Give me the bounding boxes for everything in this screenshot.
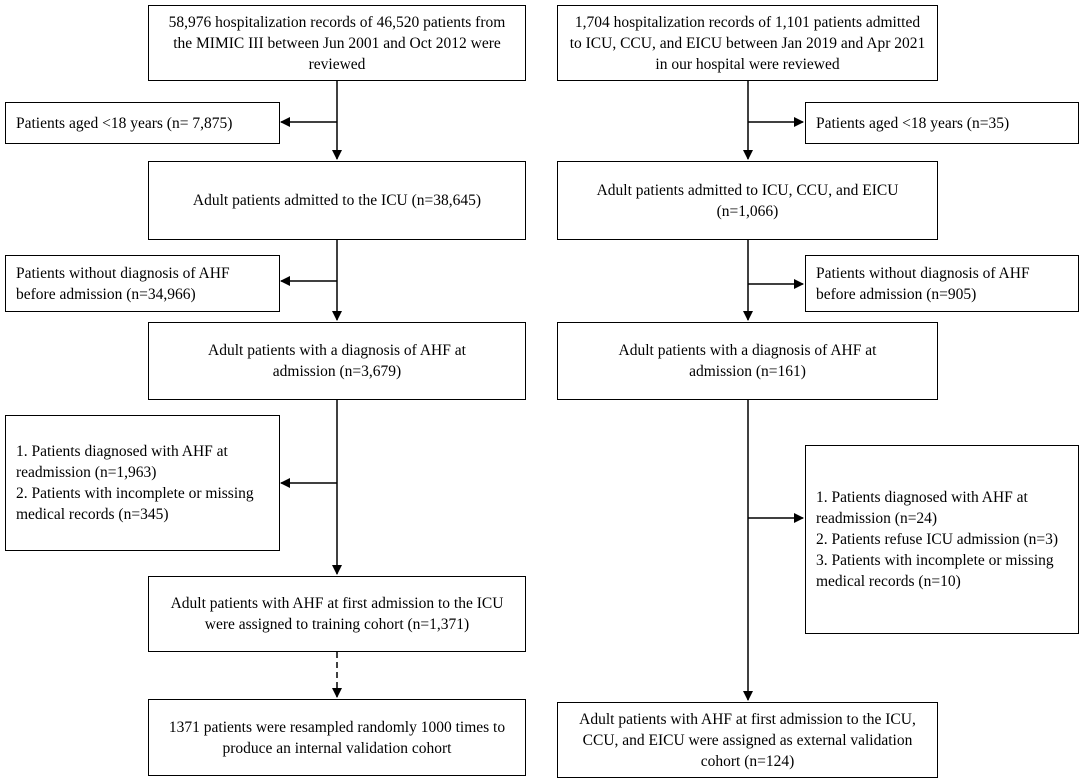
right-box-adult-icu: Adult patients admitted to ICU, CCU, and…	[557, 161, 938, 240]
left-box-training-cohort: Adult patients with AHF at first admissi…	[148, 576, 526, 652]
left-box-ahf-admission: Adult patients with a diagnosis of AHF a…	[148, 322, 526, 400]
left-box-adult-icu: Adult patients admitted to the ICU (n=38…	[148, 161, 526, 240]
left-box-internal-validation: 1371 patients were resampled randomly 10…	[148, 699, 526, 776]
right-excl-item-2: 2. Patients refuse ICU admission (n=3)	[816, 531, 1059, 548]
right-box-external-validation: Adult patients with AHF at first admissi…	[557, 702, 938, 778]
right-excl-item-3: 3. Patients with incomplete or missing m…	[816, 552, 1054, 590]
left-excl-readmission: 1. Patients diagnosed with AHF at readmi…	[5, 415, 280, 551]
right-excl-item-1: 1. Patients diagnosed with AHF at readmi…	[816, 489, 1028, 527]
left-excl-item-1: 1. Patients diagnosed with AHF at readmi…	[16, 443, 228, 481]
right-box-ahf-admission: Adult patients with a diagnosis of AHF a…	[557, 322, 938, 400]
left-box-records-reviewed: 58,976 hospitalization records of 46,520…	[148, 5, 526, 81]
right-excl-age: Patients aged <18 years (n=35)	[805, 102, 1079, 144]
right-excl-no-ahf: Patients without diagnosis of AHF before…	[805, 255, 1079, 312]
left-excl-no-ahf: Patients without diagnosis of AHF before…	[5, 255, 280, 312]
right-box-records-reviewed: 1,704 hospitalization records of 1,101 p…	[557, 5, 938, 81]
left-excl-age: Patients aged <18 years (n= 7,875)	[5, 102, 280, 144]
left-excl-item-2: 2. Patients with incomplete or missing m…	[16, 485, 254, 523]
right-excl-readmission: 1. Patients diagnosed with AHF at readmi…	[805, 445, 1079, 634]
